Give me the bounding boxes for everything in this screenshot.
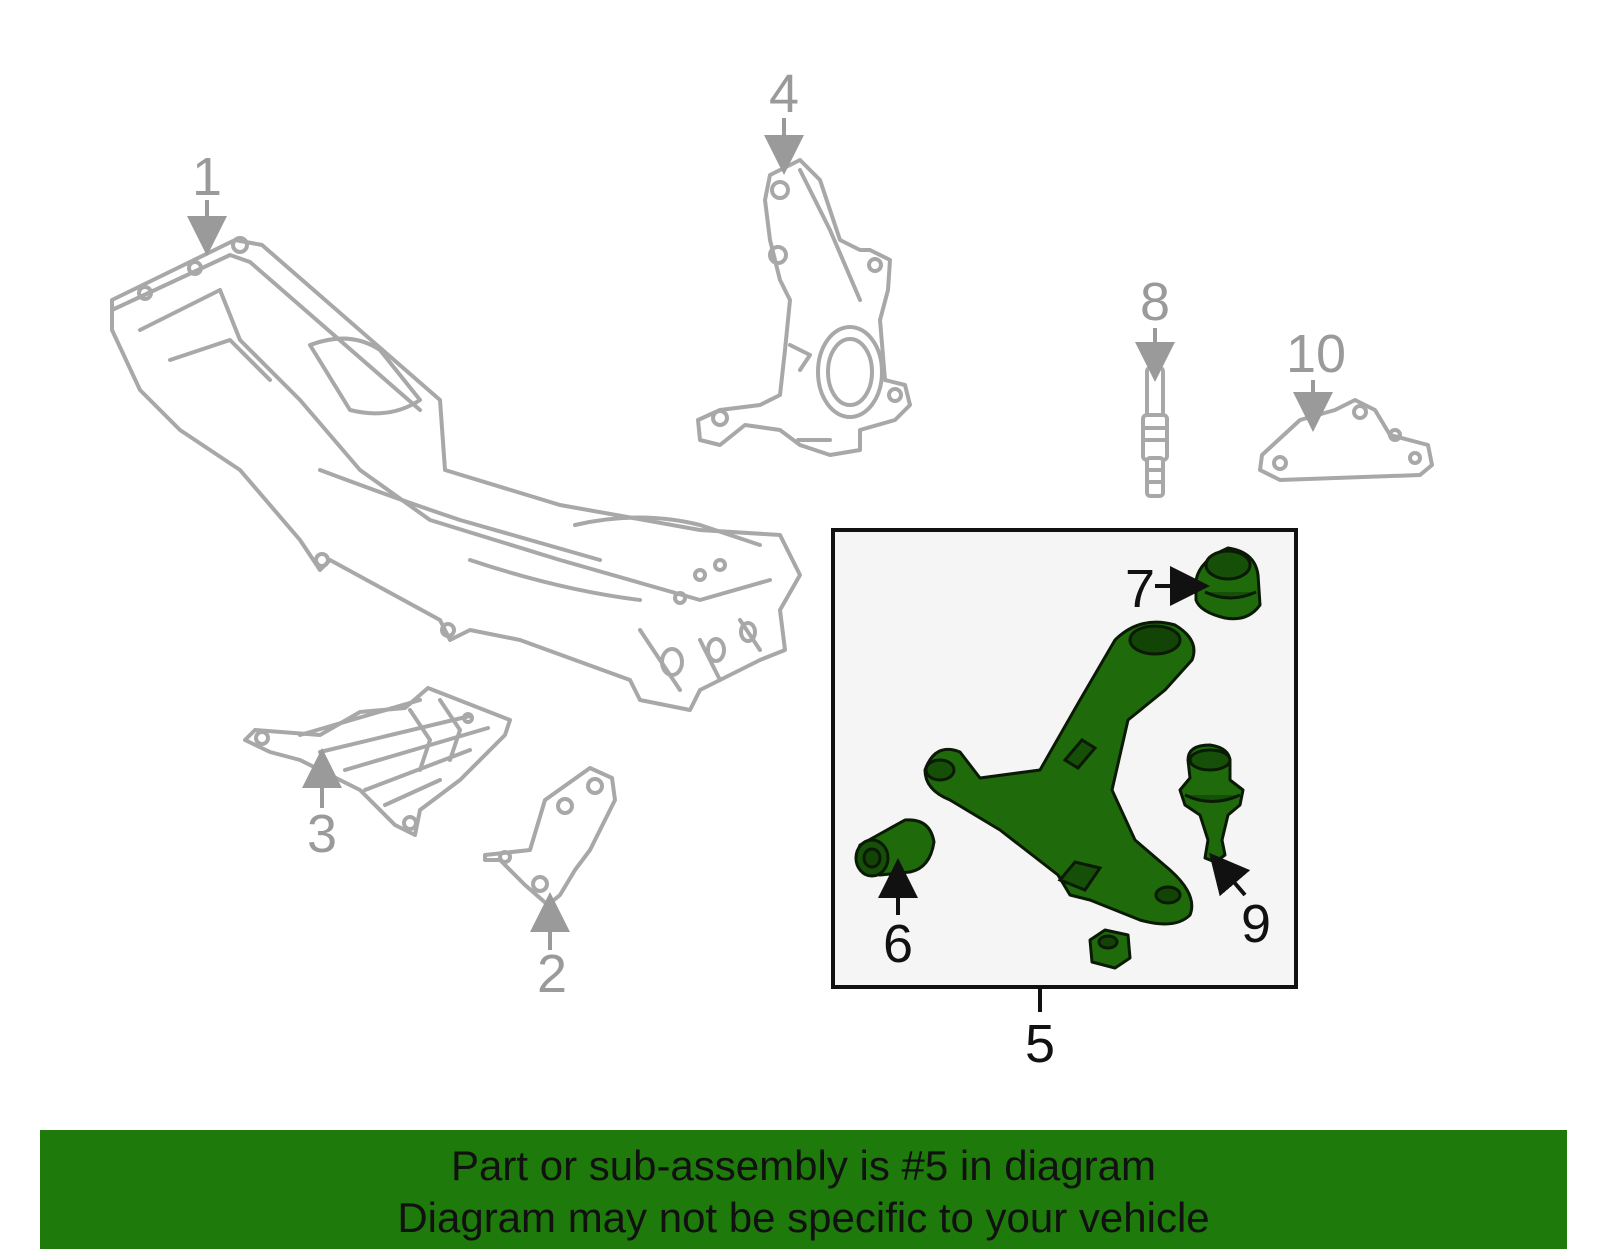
crossmember-part-1 [110,236,802,712]
bracket-part-2 [483,766,617,907]
banner-line-2: Diagram may not be specific to your vehi… [397,1194,1210,1241]
bolt-part-8 [1141,366,1169,498]
callout-3: 3 [307,804,337,864]
control-arm-part-5 [923,620,1196,926]
info-banner: Part or sub-assembly is #5 in diagram Di… [40,1130,1567,1249]
callout-9: 9 [1241,894,1271,954]
callout-7: 7 [1125,559,1155,619]
plate-part-3 [243,686,512,837]
callout-4: 4 [769,64,799,124]
ball-joint-part-9 [1178,743,1245,864]
bushing-part-7 [1194,546,1262,621]
callout-6: 6 [883,914,913,974]
banner-line-1: Part or sub-assembly is #5 in diagram [451,1142,1156,1189]
callout-2: 2 [537,944,567,1004]
callout-10: 10 [1286,324,1346,384]
callout-1: 1 [192,147,222,207]
knuckle-part-4 [696,158,912,457]
bracket-part-10 [1258,398,1434,482]
callout-8: 8 [1140,272,1170,332]
callout-5: 5 [1025,1014,1055,1074]
nut-part [1088,928,1132,970]
arrow-9 [1209,852,1251,897]
